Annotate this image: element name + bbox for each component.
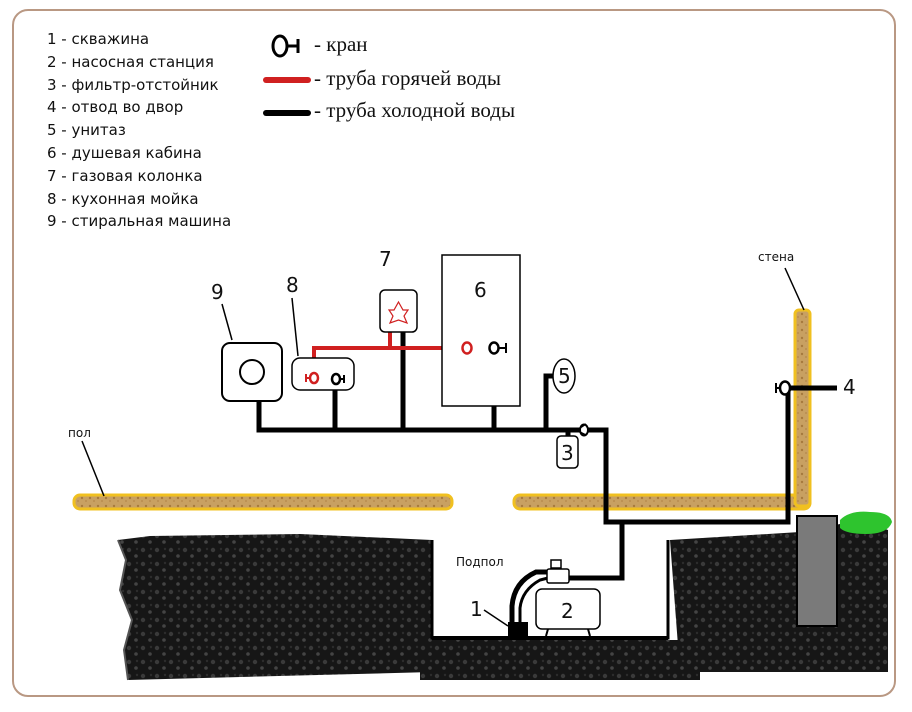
grass xyxy=(840,511,892,534)
key-valve-icon xyxy=(271,34,300,58)
legend-item-toilet: 5 - унитаз xyxy=(47,121,126,140)
marker-7: 7 xyxy=(379,247,392,271)
yard-outlet-valve-icon xyxy=(775,380,792,396)
shower-cabin xyxy=(441,254,521,407)
wall xyxy=(793,308,812,508)
key-hot-pipe-label: - труба горячей воды xyxy=(314,66,501,90)
marker-4: 4 xyxy=(843,375,856,399)
soil-left xyxy=(118,534,432,680)
marker-8: 8 xyxy=(286,273,299,297)
wall-label: стена xyxy=(758,250,795,264)
sink-cold-valve-icon xyxy=(330,372,345,386)
kitchen-sink xyxy=(291,357,355,391)
settling-filter xyxy=(556,435,579,469)
legend-item-gas-heater: 7 - газовая колонка xyxy=(47,166,203,185)
washing-machine xyxy=(221,342,283,402)
floor-left xyxy=(72,493,454,511)
marker-2: 2 xyxy=(561,599,574,623)
marker-9: 9 xyxy=(211,280,224,304)
filter-valve-icon xyxy=(579,423,589,437)
flame-star-icon xyxy=(387,300,410,325)
sink-hot-valve-icon xyxy=(305,371,320,385)
floor-leader-line xyxy=(81,440,105,497)
marker-1: 1 xyxy=(470,597,483,621)
legend-item-washing-machine: 9 - стиральная машина xyxy=(47,212,232,231)
key-valve-label: - кран xyxy=(314,32,368,56)
toilet xyxy=(552,358,576,394)
subfloor-label: Подпол xyxy=(456,555,504,569)
well-pipe xyxy=(509,569,549,626)
wall-leader-line xyxy=(784,267,805,311)
legend-item-settling-filter: 3 - фильтр-отстойник xyxy=(47,75,219,94)
marker-6: 6 xyxy=(474,278,487,302)
soil-right xyxy=(670,520,888,672)
floor-label: пол xyxy=(68,426,91,440)
legend-item-shower-cabin: 6 - душевая кабина xyxy=(47,143,202,162)
soil-bottom xyxy=(420,640,700,680)
washer-leader-line xyxy=(221,303,233,341)
well-leader-line xyxy=(483,609,509,627)
legend-item-pump-station: 2 - насосная станция xyxy=(47,52,214,71)
pump-station xyxy=(535,559,601,637)
sink-leader-line xyxy=(291,297,299,357)
floor-right xyxy=(512,493,812,511)
marker-3: 3 xyxy=(561,441,574,465)
legend-item-kitchen-sink: 8 - кухонная мойка xyxy=(47,189,199,208)
legend-list: 1 - скважина 2 - насосная станция 3 - фи… xyxy=(47,28,231,233)
marker-5: 5 xyxy=(558,364,571,388)
soil-edge-crack xyxy=(117,539,134,681)
legend-item-well: 1 - скважина xyxy=(47,30,150,48)
well-head xyxy=(508,622,528,638)
gas-water-heater xyxy=(379,289,418,333)
key-cold-pipe-label: - труба холодной воды xyxy=(314,98,516,122)
legend-item-yard-outlet: 4 - отвод во двор xyxy=(47,98,184,117)
foundation-post xyxy=(796,515,838,627)
shower-cold-valve-icon xyxy=(488,341,507,355)
shower-hot-valve-icon xyxy=(461,341,473,355)
pit-floor xyxy=(432,636,668,640)
